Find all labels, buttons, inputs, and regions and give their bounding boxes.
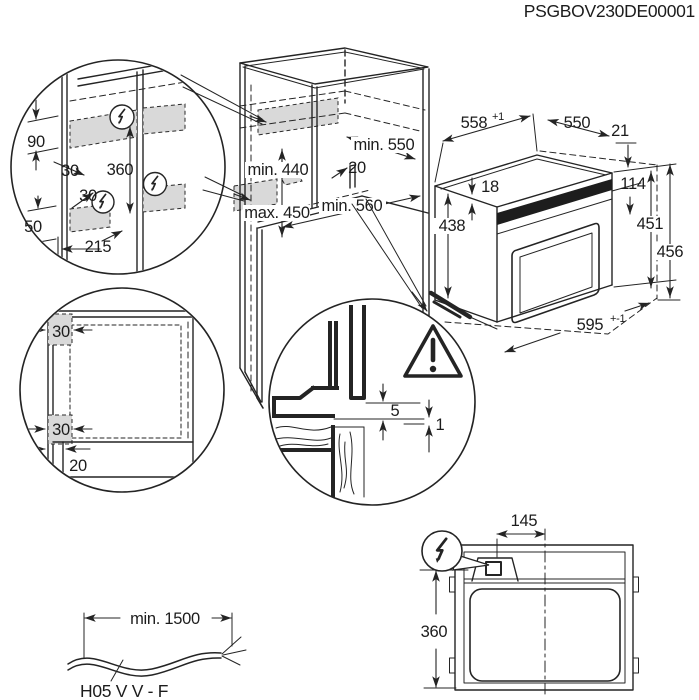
oven-depth-label: 550 [564,114,591,132]
rear-offset-x-label: 145 [511,512,538,530]
callout-pointers [180,74,428,312]
electrical-detail-circle: 90 30 360 30 50 215 [10,59,226,275]
dim-30-side-label: 30 [61,162,79,180]
oven-trim-right-label: 21 [611,122,629,140]
oven-drawing: 558 +1 550 21 18 114 438 451 [428,111,689,353]
clearance-bottom-label: 30 [52,421,70,439]
side-clearance-detail-circle: 30 30 20 [19,287,225,493]
oven-width-top-tolerance: +1 [492,111,504,123]
oven-trim-front-label: 18 [481,178,499,196]
oven-total-height-label: 456 [657,243,684,261]
dim-360-label: 360 [107,161,134,179]
cable-length-label: min. 1500 [130,610,200,628]
document-part-number: PSGBOV230DE00001 [524,1,695,21]
niche-height-min-label: min. 440 [248,161,309,179]
mains-cable-drawing: min. 1500 H05 V V - F [67,610,247,700]
gap-detail-circle: 5 1 [268,298,476,506]
niche-partition-label: 20 [348,159,366,177]
dim-90-label: 90 [27,133,45,151]
clearance-top-label: 30 [52,323,70,341]
oven-width-front-tolerance: +-1 [610,313,625,325]
plinth-recess-label: 20 [69,457,87,475]
niche-height-max-label: max. 450 [244,204,310,222]
dim-30-shelf-label: 30 [79,187,97,205]
rear-view-drawing: 145 360 [419,512,639,698]
warning-icon [403,324,463,378]
oven-body-height-label: 438 [439,217,466,235]
oven-width-top-label: 558 [461,114,488,132]
cable-type-label: H05 V V - F [80,681,168,700]
gap-bottom-label: 1 [436,416,445,434]
gap-top-label: 5 [391,402,400,420]
oven-panel-height-label: 114 [620,175,646,193]
rear-offset-y-label: 360 [421,623,448,641]
dim-50-label: 50 [24,218,42,236]
oven-front-height-label: 451 [637,215,664,233]
niche-depth-top-label: min. 550 [354,136,415,154]
dim-215-label: 215 [85,238,112,256]
oven-width-front-label: 595 [577,316,604,334]
